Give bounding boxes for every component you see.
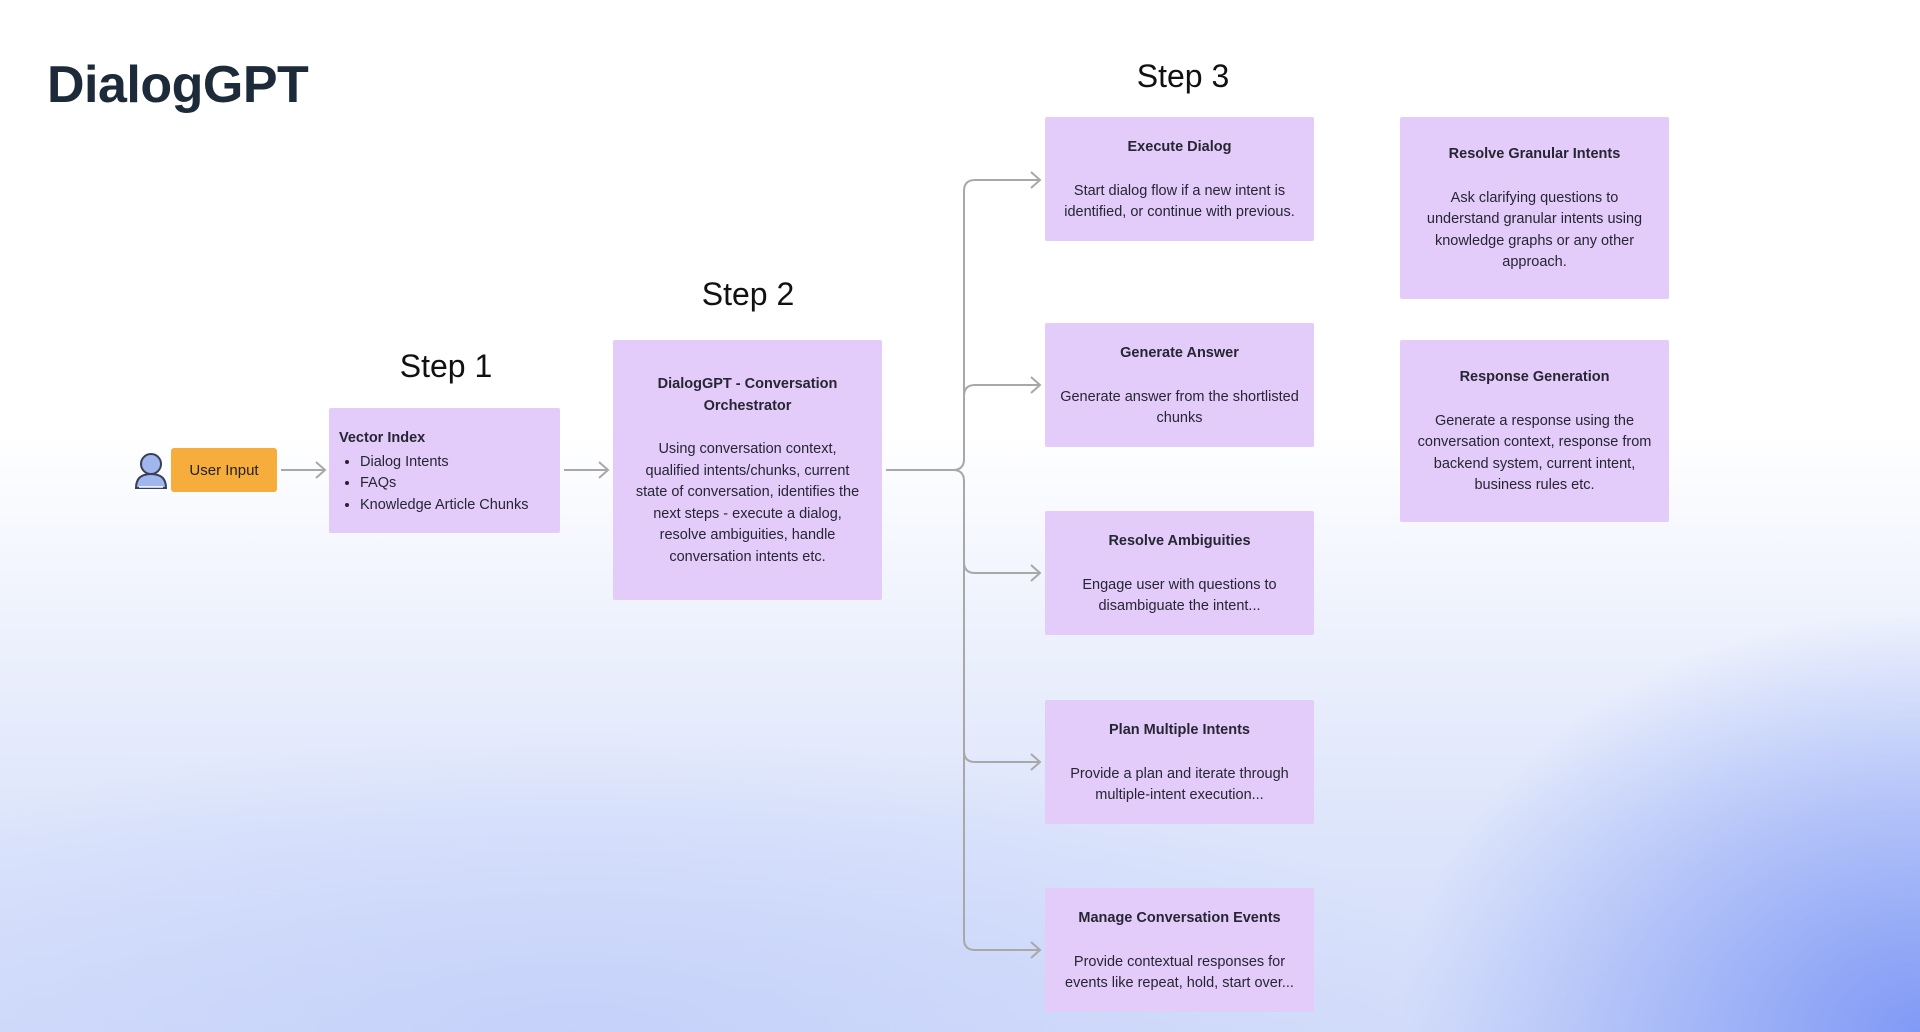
side-card-resolve-granular-intents: Resolve Granular Intents Ask clarifying …: [1400, 117, 1669, 299]
action-heading: Generate Answer: [1120, 345, 1239, 361]
orchestrator-card: DialogGPT - Conversation Orchestrator Us…: [613, 340, 882, 600]
action-description: Provide a plan and iterate through multi…: [1070, 765, 1289, 804]
side-card-description: Generate a response using the conversati…: [1417, 412, 1652, 494]
arrowhead-manage-events: [1030, 941, 1042, 959]
vector-index-heading: Vector Index: [339, 430, 426, 446]
action-heading: Manage Conversation Events: [1078, 910, 1281, 926]
vector-index-card: Vector Index Dialog Intents FAQs Knowled…: [329, 408, 560, 533]
action-card-execute-dialog: Execute Dialog Start dialog flow if a ne…: [1045, 117, 1314, 241]
arrow-orchestrator-trunk: [886, 179, 1040, 471]
arrow-to-plan-multiple: [963, 750, 1040, 763]
action-card-manage-conversation-events: Manage Conversation Events Provide conte…: [1045, 888, 1314, 1012]
arrowhead-index-to-orchestrator: [598, 461, 610, 479]
vector-index-list: Dialog Intents FAQs Knowledge Article Ch…: [339, 452, 550, 517]
side-card-description: Ask clarifying questions to understand g…: [1426, 189, 1643, 271]
side-card-response-generation: Response Generation Generate a response …: [1400, 340, 1669, 522]
action-description: Engage user with questions to disambigua…: [1082, 576, 1277, 615]
action-card-generate-answer: Generate Answer Generate answer from the…: [1045, 323, 1314, 447]
side-card-heading: Response Generation: [1459, 369, 1610, 385]
side-card-heading: Resolve Granular Intents: [1448, 146, 1621, 162]
action-heading: Resolve Ambiguities: [1108, 533, 1251, 549]
list-item: FAQs: [360, 473, 550, 495]
orchestrator-heading: DialogGPT - Conversation Orchestrator: [657, 376, 838, 414]
arrowhead-execute-dialog: [1030, 171, 1042, 189]
step-3-label: Step 3: [1136, 58, 1230, 94]
arrow-to-generate-answer: [963, 384, 1040, 397]
page-title: DialogGPT: [47, 56, 309, 114]
step-2-label: Step 2: [701, 276, 795, 312]
arrow-trunk-down: [952, 469, 1040, 951]
action-card-resolve-ambiguities: Resolve Ambiguities Engage user with que…: [1045, 511, 1314, 635]
step-1-label: Step 1: [399, 348, 493, 384]
orchestrator-description: Using conversation context, qualified in…: [635, 441, 860, 565]
arrowhead-resolve-ambiguities: [1030, 564, 1042, 582]
action-description: Generate answer from the shortlisted chu…: [1060, 388, 1299, 427]
action-description: Provide contextual responses for events …: [1065, 953, 1294, 992]
arrowhead-plan-multiple: [1030, 753, 1042, 771]
user-icon: [134, 453, 168, 489]
list-item: Dialog Intents: [360, 452, 550, 474]
arrowhead-generate-answer: [1030, 376, 1042, 394]
user-input-node: User Input: [171, 448, 277, 492]
arrow-to-resolve-ambiguities: [963, 561, 1040, 574]
action-heading: Plan Multiple Intents: [1109, 722, 1250, 738]
action-heading: Execute Dialog: [1127, 139, 1232, 155]
list-item: Knowledge Article Chunks: [360, 495, 550, 517]
action-description: Start dialog flow if a new intent is ide…: [1064, 182, 1295, 221]
arrowhead-input-to-index: [315, 461, 327, 479]
action-card-plan-multiple-intents: Plan Multiple Intents Provide a plan and…: [1045, 700, 1314, 824]
